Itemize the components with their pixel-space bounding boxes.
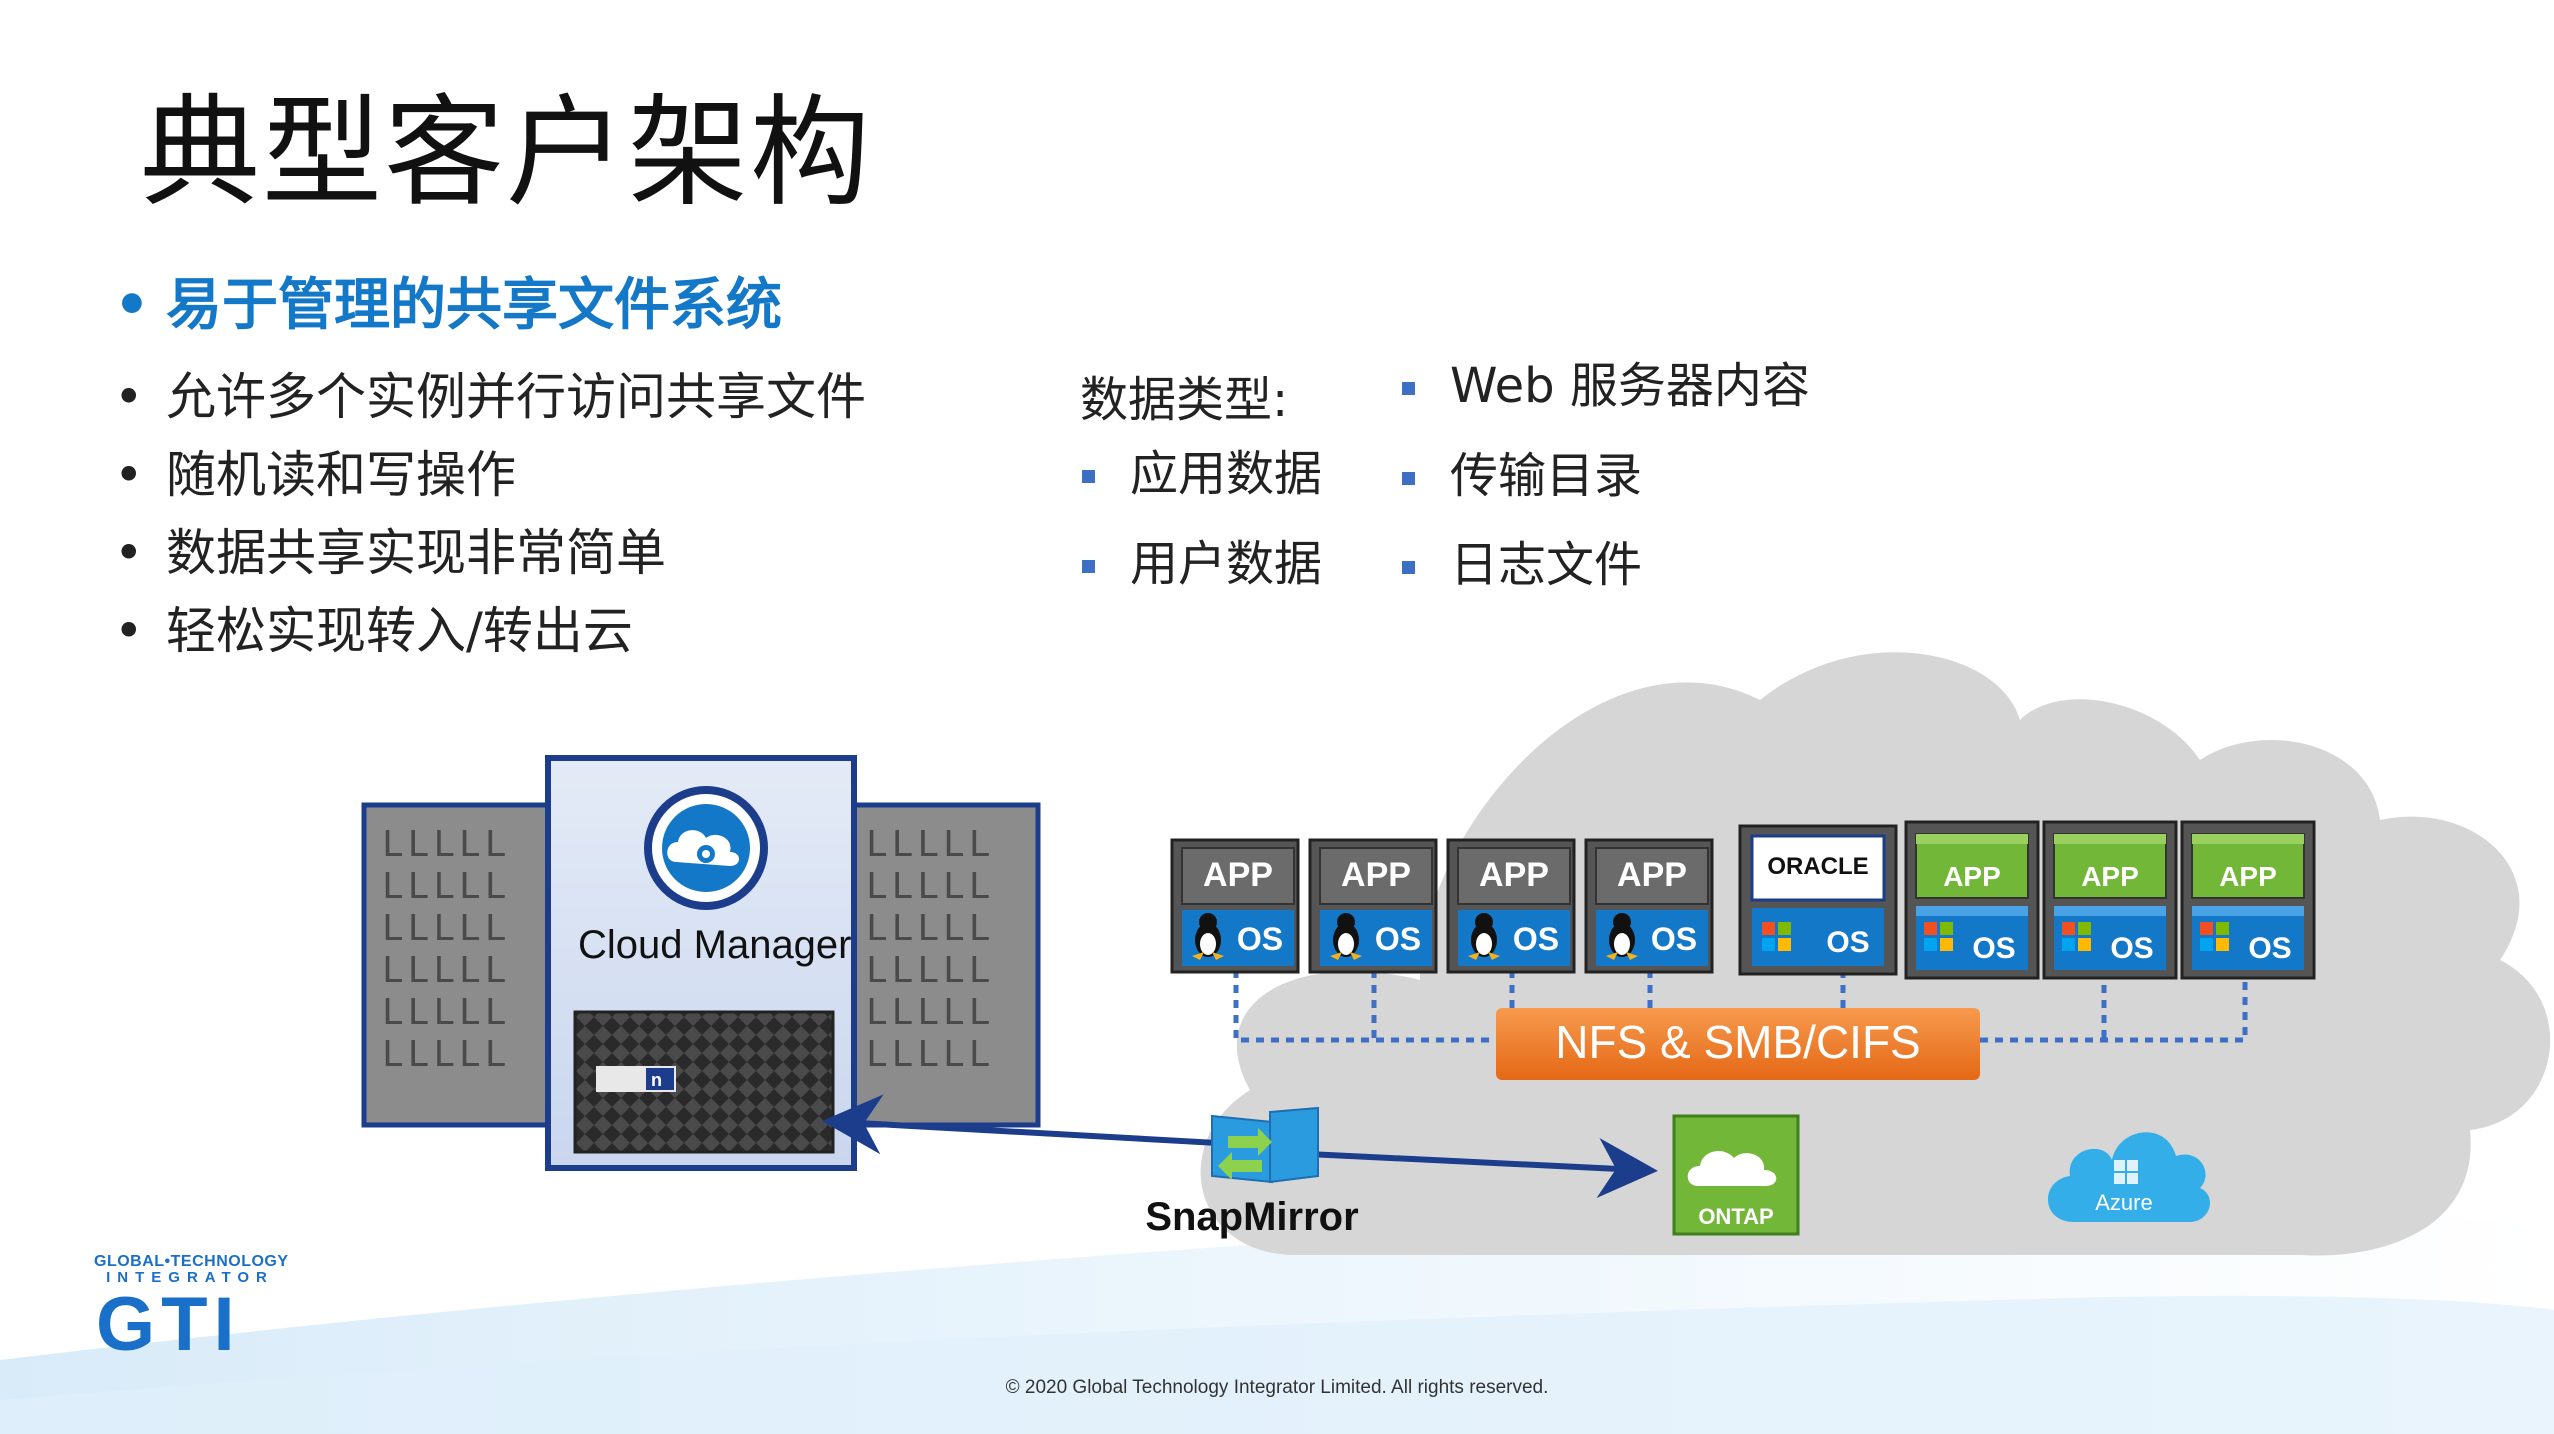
ontap-label: ONTAP: [1698, 1204, 1773, 1229]
company-logo: GTI: [96, 1288, 241, 1354]
azure-label: Azure: [2095, 1190, 2152, 1215]
app-label: APP: [1479, 856, 1549, 894]
page-title: 典型客户架构: [140, 84, 872, 223]
app-label: APP: [2219, 861, 2277, 892]
app-label: APP: [1943, 861, 2001, 892]
feature-item: 轻松实现转入/转出云: [108, 601, 866, 661]
snapmirror-label: SnapMirror: [1145, 1195, 1358, 1239]
os-label: OS: [1375, 921, 1421, 957]
linux-app-stack: APP OS: [1584, 838, 1714, 974]
rack-vent-row: LLLLL: [382, 824, 510, 865]
logo-line-top: GLOBAL•TECHNOLOGY: [94, 1253, 289, 1270]
windows-app-stack: APP OS: [1904, 820, 2040, 980]
rack-vent-row: LLLLL: [382, 1034, 510, 1075]
linux-app-stack: APP OS: [1308, 838, 1438, 974]
ontap-icon: ONTAP: [1672, 1114, 1800, 1236]
windows-app-stack: APP OS: [2042, 820, 2178, 980]
os-label: OS: [1826, 926, 1869, 959]
logo-mark: GTI: [96, 1288, 241, 1354]
data-type-item: 日志文件: [1400, 537, 1810, 595]
os-label: OS: [2110, 932, 2153, 965]
data-types-col2: Web 服务器内容 传输目录 日志文件: [1400, 358, 1810, 595]
linux-app-stack: APP OS: [1170, 838, 1300, 974]
feature-item: 数据共享实现非常简单: [108, 523, 866, 583]
snapmirror-link: SnapMirror: [822, 1094, 1658, 1239]
rack-vent-row: LLLLL: [866, 824, 994, 865]
rack-vent-row: LLLLL: [382, 908, 510, 949]
os-label: OS: [1513, 921, 1559, 957]
copyright-footer: © 2020 Global Technology Integrator Limi…: [1005, 1377, 1549, 1398]
rack-vent-row: LLLLL: [866, 866, 994, 907]
app-label: APP: [1203, 856, 1273, 894]
os-label: OS: [1237, 921, 1283, 957]
oracle-windows-stack: ORACLE OS: [1738, 824, 1898, 976]
protocol-label: NFS & SMB/CIFS: [1555, 1016, 1920, 1068]
rack-vent-row: LLLLL: [866, 992, 994, 1033]
app-label: APP: [2081, 861, 2139, 892]
rack-vent-row: LLLLL: [382, 950, 510, 991]
feature-list: 易于管理的共享文件系统 允许多个实例并行访问共享文件 随机读和写操作 数据共享实…: [108, 272, 866, 679]
rack-vent-row: LLLLL: [382, 992, 510, 1033]
data-types-label: 数据类型:: [1080, 372, 1289, 428]
data-types-col1: 应用数据 用户数据: [1080, 446, 1322, 593]
app-label: APP: [1341, 856, 1411, 894]
feature-primary: 易于管理的共享文件系统: [108, 272, 866, 339]
data-type-item: 传输目录: [1400, 448, 1810, 506]
protocol-bar: NFS & SMB/CIFS: [1496, 1008, 1980, 1080]
data-type-item: 应用数据: [1080, 446, 1322, 504]
azure-cloud-icon: Azure: [2047, 1132, 2211, 1222]
oracle-label: ORACLE: [1767, 853, 1868, 880]
svg-text:n: n: [651, 1070, 662, 1090]
rack-vent-row: LLLLL: [866, 1034, 994, 1075]
company-logo-text: GLOBAL•TECHNOLOGY INTEGRATOR: [94, 1253, 289, 1286]
rack-vent-row: LLLLL: [866, 950, 994, 991]
rack-vent-row: LLLLL: [866, 908, 994, 949]
feature-item: 随机读和写操作: [108, 445, 866, 505]
linux-app-stack: APP OS: [1446, 838, 1576, 974]
os-label: OS: [1651, 921, 1697, 957]
os-label: OS: [1972, 932, 2015, 965]
data-type-item: 用户数据: [1080, 536, 1322, 594]
logo-line-mid: INTEGRATOR: [106, 1269, 274, 1286]
app-label: APP: [1617, 856, 1687, 894]
os-label: OS: [2248, 932, 2291, 965]
rack-vent-row: LLLLL: [382, 866, 510, 907]
data-type-item: Web 服务器内容: [1400, 358, 1810, 416]
feature-item: 允许多个实例并行访问共享文件: [108, 367, 866, 427]
windows-app-stack: APP OS: [2180, 820, 2316, 980]
network-lines: [1233, 970, 2248, 1043]
background-wave: [0, 1201, 2554, 1434]
cloud-manager-label: Cloud Manager: [578, 923, 852, 967]
